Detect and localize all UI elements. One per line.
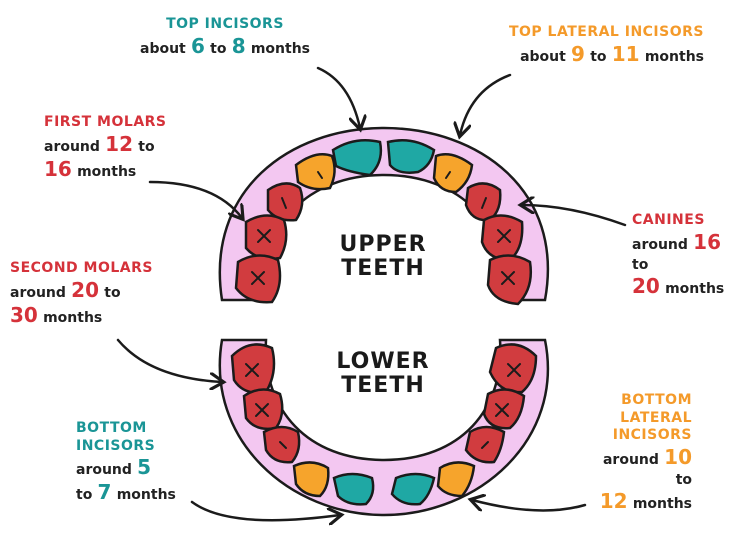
top-incisors-title: TOP INCISORS — [140, 16, 310, 34]
top-lateral-n2: 11 — [612, 42, 640, 66]
first-molars-pre: around — [44, 139, 100, 155]
top-incisors-post: months — [251, 41, 310, 57]
label-bottom-lateral-incisors: BOTTOM LATERAL INCISORS around 10 to 12 … — [582, 392, 692, 514]
arrow-bottom-lateral — [472, 500, 585, 510]
arrow-top-lateral — [460, 75, 510, 135]
bottom-incisors-n2: 7 — [98, 480, 112, 504]
arrow-first-molars — [150, 182, 242, 218]
second-molars-pre: around — [10, 285, 66, 301]
arrow-top-incisors — [318, 68, 360, 128]
first-molars-n1: 12 — [105, 132, 133, 156]
first-molars-n2: 16 — [44, 157, 72, 181]
top-lateral-n1: 9 — [571, 42, 585, 66]
top-lateral-pre: about — [520, 49, 566, 65]
canines-title: CANINES — [632, 212, 741, 230]
bottom-lateral-title-2: LATERAL — [582, 410, 692, 428]
first-molars-post: months — [77, 164, 136, 180]
canines-mid: to — [632, 257, 648, 273]
canines-post: months — [665, 281, 724, 297]
top-lateral-mid: to — [590, 49, 606, 65]
canines-n2: 20 — [632, 274, 660, 298]
lower-teeth-label: LOWER TEETH — [318, 350, 448, 398]
top-lateral-post: months — [645, 49, 704, 65]
top-lateral-title: TOP LATERAL INCISORS — [494, 24, 704, 42]
second-molars-mid: to — [104, 285, 120, 301]
label-bottom-incisors: BOTTOM INCISORS around 5 to 7 months — [76, 420, 176, 505]
label-canines: CANINES around 16 to 20 months — [632, 212, 741, 299]
bottom-lateral-pre: around — [603, 452, 659, 468]
bottom-lateral-title-3: INCISORS — [582, 427, 692, 445]
lower-label-line-1: LOWER — [318, 350, 448, 374]
upper-teeth-label: UPPER TEETH — [318, 233, 448, 281]
first-molars-mid: to — [138, 139, 154, 155]
label-first-molars: FIRST MOLARS around 12 to 16 months — [44, 114, 167, 182]
bottom-incisors-title-1: BOTTOM — [76, 420, 176, 438]
top-incisors-pre: about — [140, 41, 186, 57]
second-molars-n1: 20 — [71, 278, 99, 302]
second-molars-n2: 30 — [10, 303, 38, 327]
bottom-lateral-title-1: BOTTOM — [582, 392, 692, 410]
top-incisors-n2: 8 — [232, 34, 246, 58]
second-molars-title: SECOND MOLARS — [10, 260, 153, 278]
bottom-incisors-mid: to — [76, 487, 92, 503]
bottom-incisors-pre: around — [76, 462, 132, 478]
label-top-incisors: TOP INCISORS about 6 to 8 months — [140, 16, 310, 59]
upper-label-line-1: UPPER — [318, 233, 448, 257]
bottom-lateral-post: months — [633, 496, 692, 512]
top-incisors-mid: to — [210, 41, 226, 57]
arrow-second-molars — [118, 340, 222, 382]
label-second-molars: SECOND MOLARS around 20 to 30 months — [10, 260, 153, 328]
bottom-lateral-mid: to — [676, 472, 692, 488]
bottom-lateral-n2: 12 — [600, 489, 628, 513]
arrow-bottom-incisors — [192, 502, 340, 520]
canines-pre: around — [632, 237, 688, 253]
lower-label-line-2: TEETH — [318, 374, 448, 398]
bottom-lateral-n1: 10 — [664, 445, 692, 469]
bottom-incisors-title-2: INCISORS — [76, 438, 176, 456]
bottom-incisors-post: months — [117, 487, 176, 503]
bottom-incisors-n1: 5 — [137, 455, 151, 479]
second-molars-post: months — [43, 310, 102, 326]
top-incisors-n1: 6 — [191, 34, 205, 58]
upper-label-line-2: TEETH — [318, 257, 448, 281]
label-top-lateral-incisors: TOP LATERAL INCISORS about 9 to 11 month… — [494, 24, 704, 67]
canines-n1: 16 — [693, 230, 721, 254]
first-molars-title: FIRST MOLARS — [44, 114, 167, 132]
